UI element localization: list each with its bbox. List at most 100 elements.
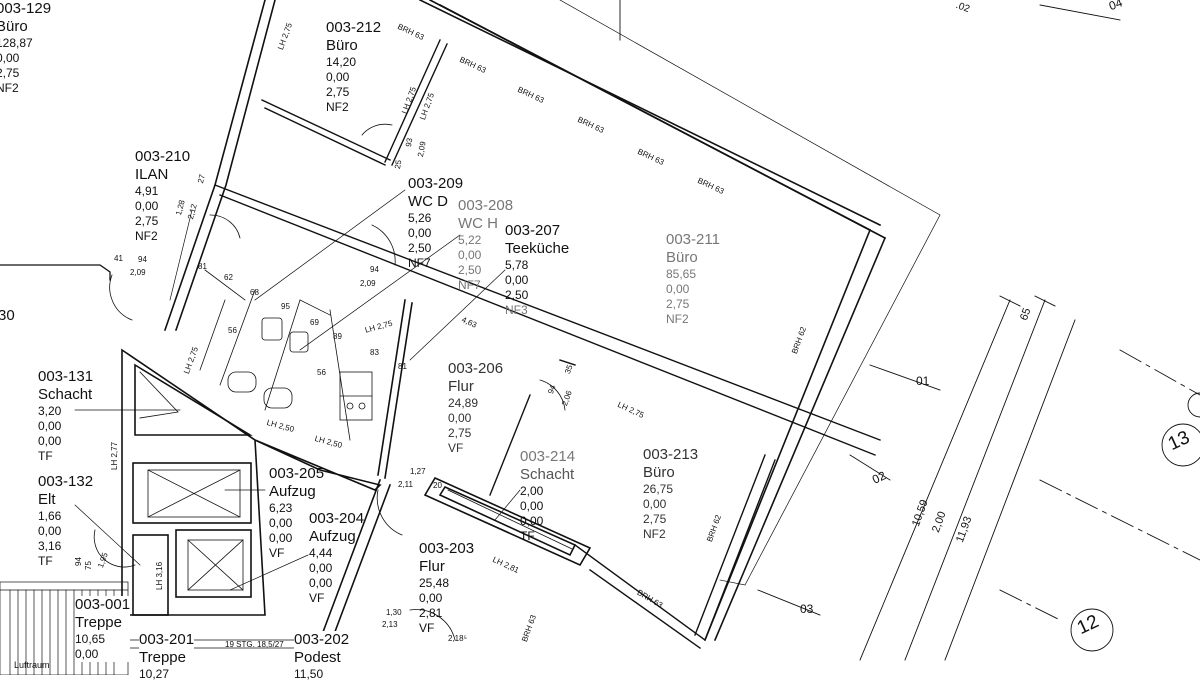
room-name: Büro [643, 464, 675, 481]
room-value: 25,48 [419, 576, 450, 590]
room-value: 5,78 [505, 258, 529, 272]
label-leaders [74, 189, 521, 591]
room-value: 0,00 [38, 419, 62, 433]
room-stamp-003-001: 003-001 Treppe 10,65 0,00 [75, 596, 131, 662]
room-value: 0,00 [326, 70, 350, 84]
room-value: 3,16 [38, 539, 62, 553]
room-stamp-003-208: 003-208 WC H 5,22 0,00 2,50 NF7 [458, 197, 513, 293]
room-value: NF7 [458, 278, 481, 292]
stair-note: 19 STG. 18,5/27 [225, 640, 284, 649]
interior-walls [214, 39, 881, 649]
room-id: 003-213 [643, 446, 699, 463]
dimension-label: 69 [310, 318, 319, 327]
dimension-label: 2,11 [398, 480, 413, 489]
room-name: Aufzug [309, 528, 356, 545]
room-id: 003-132 [38, 473, 94, 490]
room-value: 14,20 [326, 55, 357, 69]
room-name: Treppe [75, 614, 122, 631]
room-value: 2,75 [135, 214, 159, 228]
dimension-label: 2,18⁵ [448, 634, 467, 643]
room-value: 2,00 [520, 484, 544, 498]
room-value: NF2 [643, 527, 666, 541]
room-name: WC H [458, 215, 498, 232]
room-value: 0,00 [38, 434, 62, 448]
room-id: 003-204 [309, 510, 365, 527]
dimension-label: 68 [250, 288, 259, 297]
dimension-label: 94 [370, 265, 379, 274]
room-value: VF [419, 621, 435, 635]
room-value: 2,75 [326, 85, 350, 99]
clear-height-label: LH 3,16 [155, 561, 164, 590]
dimension-label: 56 [228, 326, 237, 335]
room-stamp-003-129: 003-129 Büro 128,87 0,00 2,75 NF2 [0, 0, 51, 96]
dimension-label: 89 [333, 332, 342, 341]
room-value: 24,89 [448, 396, 479, 410]
luftraum-label: Luftraum [14, 660, 50, 670]
room-value: 0,00 [458, 248, 482, 262]
room-value: 0,00 [666, 282, 690, 296]
room-value: 0,00 [269, 516, 293, 530]
dimension-label: 83 [370, 348, 379, 357]
room-stamp-003-202: 003-202 Podest 11,50 [294, 631, 350, 682]
room-id: 003-203 [419, 540, 475, 557]
room-stamp-003-207: 003-207 Teeküche 5,78 0,00 2,50 NF3 [505, 222, 569, 318]
dimension-label: 81 [398, 362, 407, 371]
room-stamp-003-212: 003-212 Büro 14,20 0,00 2,75 NF2 [326, 19, 381, 115]
room-value: 2,75 [448, 426, 472, 440]
dimension-label: 2,13 [382, 620, 398, 629]
room-value: VF [269, 546, 285, 560]
room-value: VF [448, 441, 464, 455]
room-stamp-003-131: 003-131 Schacht 3,20 0,00 0,00 TF [38, 368, 93, 464]
room-value: 4,91 [135, 184, 159, 198]
left-wall [0, 264, 111, 281]
room-stamp-003-201: 003-201 Treppe 10,27 [139, 631, 195, 682]
room-id: 003-210 [135, 148, 191, 165]
clear-height-label: LH 2,77 [110, 441, 119, 470]
room-id: 003-214 [520, 448, 576, 465]
room-value: 2,50 [505, 288, 529, 302]
room-id: 003-202 [294, 631, 350, 648]
room-value: 2,50 [408, 241, 432, 255]
room-name: Schacht [520, 466, 575, 483]
exterior-wall [163, 0, 887, 642]
room-stamp-003-209: 003-209 WC D 5,26 0,00 2,50 NF7 [408, 175, 463, 271]
room-name: Aufzug [269, 483, 316, 500]
room-value: 0,00 [75, 647, 99, 661]
room-stamp-003-204: 003-204 Aufzug 4,44 0,00 0,00 VF [309, 510, 364, 606]
dimension-label: 81 [198, 262, 207, 271]
axis-label-01: 01 [916, 374, 930, 388]
dimension-label: 75 [84, 561, 93, 570]
room-name: Teeküche [505, 240, 570, 257]
dimension-label: 20 [433, 481, 442, 490]
room-id: 003-131 [38, 368, 94, 385]
room-value: 1,66 [38, 509, 62, 523]
room-stamp-003-206: 003-206 Flur 24,89 0,00 2,75 VF [448, 360, 503, 456]
room-stamp-003-210: 003-210 ILAN 4,91 0,00 2,75 NF2 [135, 148, 190, 244]
room-value: NF2 [0, 81, 19, 95]
room-name: Büro [326, 37, 358, 54]
room-id: 003-212 [326, 19, 382, 36]
room-value: TF [520, 529, 535, 543]
room-value: NF7 [408, 256, 431, 270]
room-value: 0,00 [419, 591, 443, 605]
room-value: NF2 [666, 312, 689, 326]
room-value: 26,75 [643, 482, 674, 496]
room-value: TF [38, 554, 53, 568]
room-stamp-003-211: 003-211 Büro 85,65 0,00 2,75 NF2 [666, 231, 720, 327]
sanitary-fixtures [199, 269, 373, 441]
room-value: 6,23 [269, 501, 293, 515]
grid-axes [619, 0, 1200, 661]
room-stamp-003-132: 003-132 Elt 1,66 0,00 3,16 TF [38, 473, 93, 569]
room-name: Flur [419, 558, 445, 575]
room-value: 4,44 [309, 546, 333, 560]
room-id: 003-206 [448, 360, 504, 377]
room-name: Treppe [139, 649, 186, 666]
room-value: 3,20 [38, 404, 62, 418]
room-value: NF3 [505, 303, 528, 317]
room-value: 0,00 [38, 524, 62, 538]
room-id: 003-207 [505, 222, 561, 239]
room-id: 003-001 [75, 596, 131, 613]
room-value: 0,00 [269, 531, 293, 545]
facade-outline [559, 0, 941, 586]
dimension-label: 93 [404, 137, 415, 148]
